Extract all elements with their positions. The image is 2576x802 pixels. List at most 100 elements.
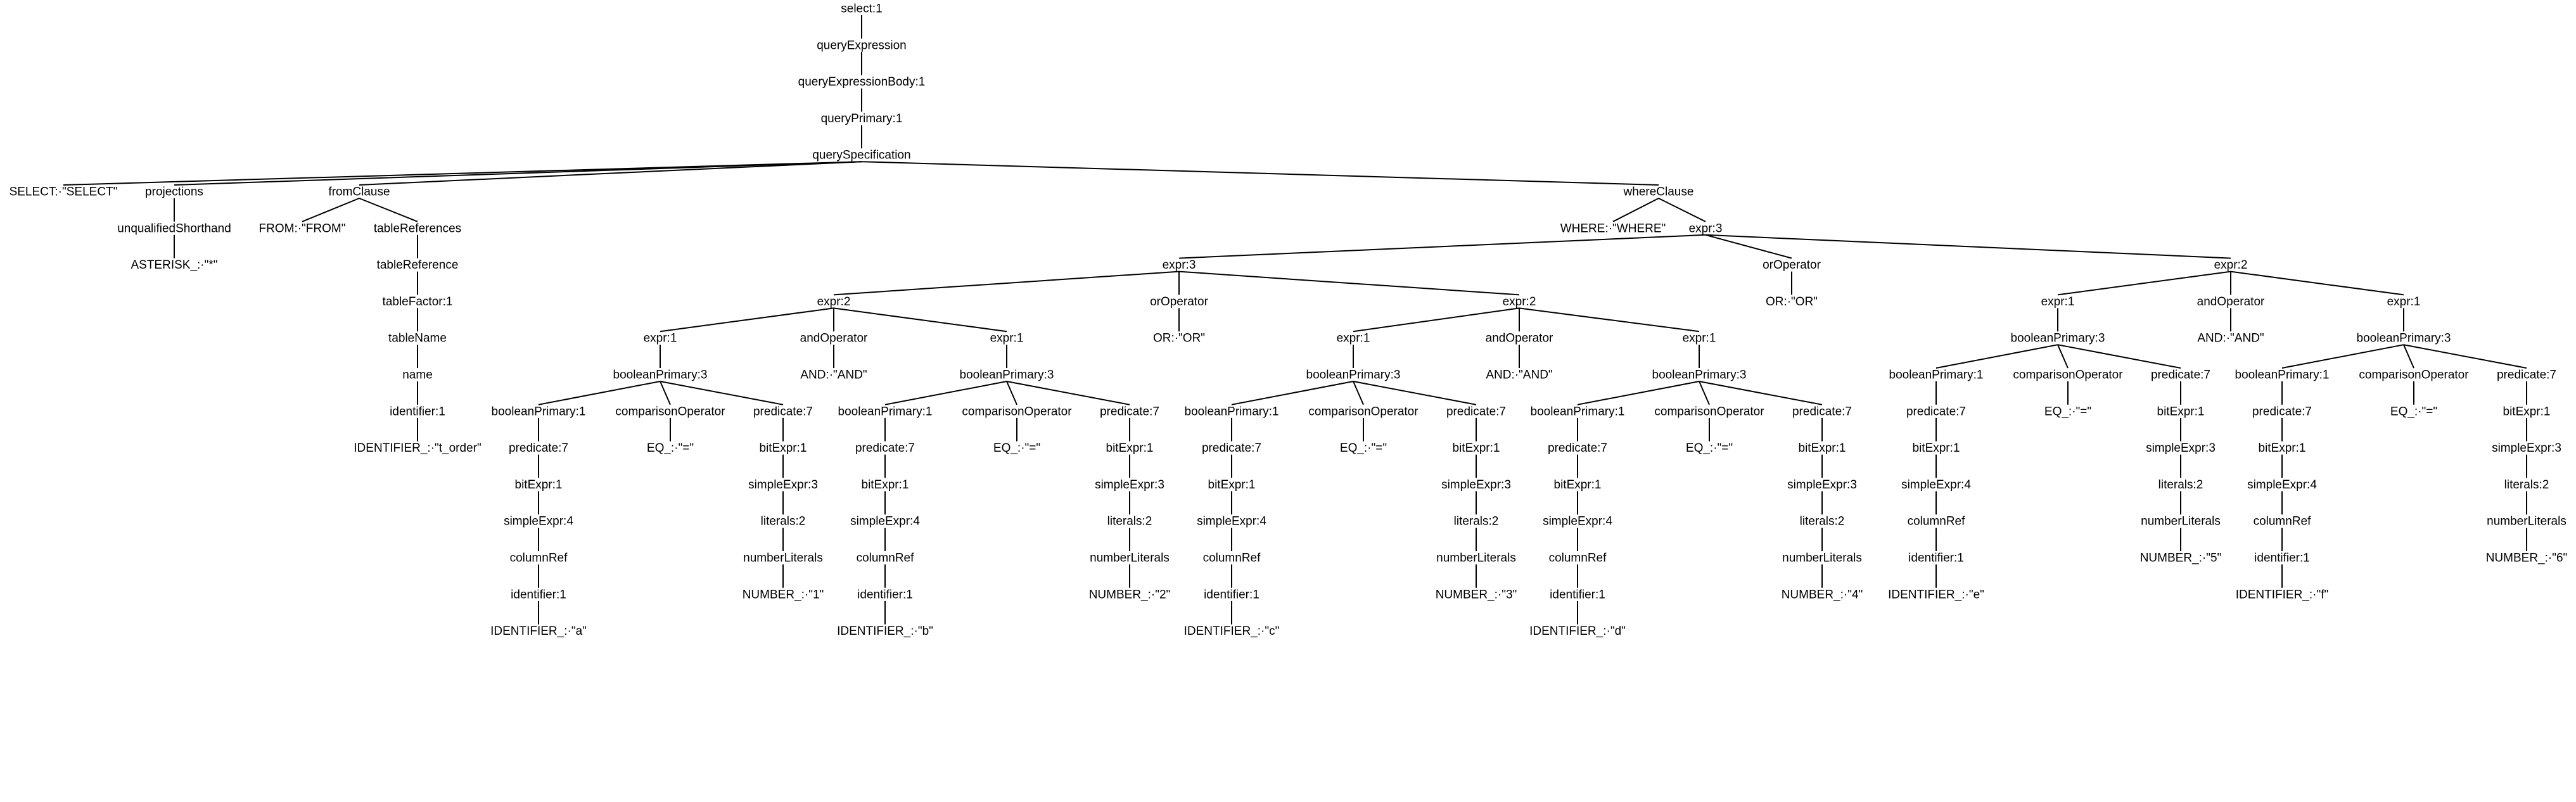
- node-simpleexpr-4: simpleExpr:4: [2247, 478, 2317, 492]
- node-booleanprimary-3: booleanPrimary:3: [613, 369, 708, 382]
- node-identifier-1: identifier:1: [1550, 588, 1605, 601]
- tree-edge: [2403, 344, 2414, 369]
- node-booleanprimary-3: booleanPrimary:3: [2011, 332, 2105, 345]
- node-booleanprimary-1: booleanPrimary:1: [2235, 369, 2330, 382]
- node-identifier-b: IDENTIFIER_:·"b": [837, 625, 933, 638]
- node-predicate-7: predicate:7: [509, 442, 568, 455]
- node-name: name: [402, 369, 433, 382]
- tree-edge: [1353, 381, 1477, 405]
- tree-edge: [1577, 381, 1700, 405]
- node-simpleexpr-3: simpleExpr:3: [2146, 442, 2216, 455]
- tree-edge: [2057, 344, 2069, 369]
- node-identifier-1: identifier:1: [1908, 552, 1964, 565]
- node-bitexpr-1: bitExpr:1: [1453, 442, 1500, 455]
- node-queryprimary-1: queryPrimary:1: [821, 112, 903, 125]
- node-expr-1: expr:1: [2041, 295, 2075, 309]
- tree-edge: [359, 198, 418, 222]
- node-where-where: WHERE:·"WHERE": [1560, 222, 1666, 235]
- node-simpleexpr-4: simpleExpr:4: [1543, 515, 1612, 528]
- node-comparisonoperator: comparisonOperator: [2013, 369, 2123, 382]
- node-expr-1: expr:1: [644, 332, 677, 345]
- node-queryexpressionbody-1: queryExpressionBody:1: [798, 75, 926, 89]
- tree-edge: [1519, 307, 1700, 333]
- node-predicate-7: predicate:7: [2497, 369, 2556, 382]
- node-comparisonoperator: comparisonOperator: [962, 405, 1072, 418]
- node-booleanprimary-1: booleanPrimary:1: [492, 405, 586, 418]
- tree-edge: [833, 271, 1180, 296]
- node-select-select: SELECT:·"SELECT": [10, 186, 118, 199]
- node-tablereference: tableReference: [377, 258, 459, 272]
- tree-edge: [1705, 234, 2231, 259]
- node-from-from: FROM:·"FROM": [259, 222, 346, 235]
- node-predicate-7: predicate:7: [855, 442, 915, 455]
- node-simpleexpr-3: simpleExpr:3: [2492, 442, 2561, 455]
- node-projections: projections: [145, 186, 203, 199]
- node-bitexpr-1: bitExpr:1: [1554, 478, 1602, 492]
- node-numberliterals: numberLiterals: [1782, 552, 1862, 565]
- tree-edges: [63, 15, 2527, 625]
- node-eq: EQ_:·"=": [1340, 442, 1387, 455]
- node-bitexpr-1: bitExpr:1: [1106, 442, 1154, 455]
- node-numberliterals: numberLiterals: [2487, 515, 2566, 528]
- node-booleanprimary-1: booleanPrimary:1: [1889, 369, 1984, 382]
- tree-edge: [1178, 271, 1520, 296]
- node-predicate-7: predicate:7: [1202, 442, 1261, 455]
- node-number-3: NUMBER_:·"3": [1436, 588, 1517, 601]
- tree-edge: [1658, 198, 1706, 222]
- node-andoperator: andOperator: [1486, 332, 1553, 345]
- node-columnref: columnRef: [1549, 552, 1607, 565]
- tree-edge: [660, 381, 784, 405]
- node-booleanprimary-1: booleanPrimary:1: [1185, 405, 1279, 418]
- node-comparisonoperator: comparisonOperator: [615, 405, 725, 418]
- node-expr-2: expr:2: [1503, 295, 1536, 309]
- node-simpleexpr-3: simpleExpr:3: [1095, 478, 1164, 492]
- node-booleanprimary-3: booleanPrimary:3: [1306, 369, 1401, 382]
- node-tablefactor-1: tableFactor:1: [383, 295, 453, 309]
- node-eq: EQ_:·"=": [2390, 405, 2437, 418]
- node-expr-1: expr:1: [1683, 332, 1716, 345]
- tree-edge: [1935, 344, 2058, 369]
- node-numberliterals: numberLiterals: [743, 552, 823, 565]
- node-columnref: columnRef: [1203, 552, 1261, 565]
- node-simpleexpr-4: simpleExpr:4: [1197, 515, 1266, 528]
- node-eq: EQ_:·"=": [2044, 405, 2091, 418]
- node-identifier-f: IDENTIFIER_:·"f": [2236, 588, 2329, 601]
- tree-edge: [1006, 381, 1130, 405]
- node-columnref: columnRef: [1908, 515, 1966, 528]
- tree-edge: [833, 307, 1007, 333]
- node-literals-2: literals:2: [761, 515, 806, 528]
- tree-edge: [1699, 381, 1710, 405]
- node-simpleexpr-4: simpleExpr:4: [504, 515, 573, 528]
- node-booleanprimary-3: booleanPrimary:3: [1652, 369, 1747, 382]
- node-columnref: columnRef: [2254, 515, 2312, 528]
- node-and-and: AND:·"AND": [800, 369, 867, 382]
- node-expr-2: expr:2: [817, 295, 851, 309]
- tree-edge: [1353, 307, 1520, 333]
- node-tablereferences: tableReferences: [374, 222, 461, 235]
- tree-edge: [1353, 381, 1364, 405]
- node-identifier-d: IDENTIFIER_:·"d": [1529, 625, 1626, 638]
- node-bitexpr-1: bitExpr:1: [515, 478, 563, 492]
- tree-edge: [1705, 234, 1792, 259]
- node-predicate-7: predicate:7: [1100, 405, 1159, 418]
- node-simpleexpr-4: simpleExpr:4: [1901, 478, 1971, 492]
- node-asterisk: ASTERISK_:·"*": [131, 258, 217, 272]
- node-andoperator: andOperator: [800, 332, 868, 345]
- node-identifier-a: IDENTIFIER_:·"a": [490, 625, 587, 638]
- node-literals-2: literals:2: [1800, 515, 1845, 528]
- node-or-or: OR:·"OR": [1153, 332, 1205, 345]
- node-predicate-7: predicate:7: [1906, 405, 1966, 418]
- node-number-6: NUMBER_:·"6": [2486, 552, 2568, 565]
- node-or-or: OR:·"OR": [1766, 295, 1818, 309]
- node-literals-2: literals:2: [1454, 515, 1499, 528]
- node-identifier-1: identifier:1: [1204, 588, 1259, 601]
- node-identifier-1: identifier:1: [511, 588, 566, 601]
- node-whereclause: whereClause: [1623, 186, 1694, 199]
- tree-edge: [302, 198, 360, 222]
- tree-edge: [1231, 381, 1354, 405]
- node-oroperator: orOperator: [1763, 258, 1821, 272]
- node-bitexpr-1: bitExpr:1: [1799, 442, 1846, 455]
- node-expr-1: expr:1: [990, 332, 1024, 345]
- node-predicate-7: predicate:7: [753, 405, 813, 418]
- node-columnref: columnRef: [857, 552, 915, 565]
